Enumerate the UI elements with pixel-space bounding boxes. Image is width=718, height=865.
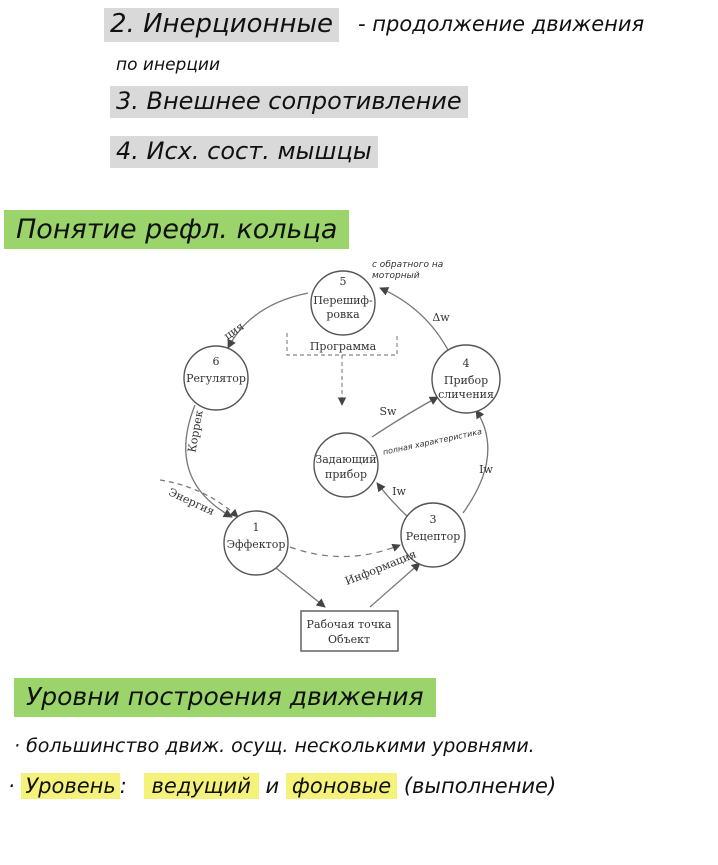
arc-5-to-6 (227, 292, 309, 349)
svg-text:прибор: прибор (325, 468, 367, 481)
arrow-3-to-z (376, 482, 409, 518)
node-3-receptor: 3 Рецептор (400, 502, 466, 568)
level-label: Уровень (21, 773, 120, 799)
node-setting-device: Задающий прибор (313, 432, 379, 498)
node-6-regulator: 6 Регулятор (183, 345, 249, 411)
note-line2-cont: по инерции (116, 55, 221, 75)
svg-text:ровка: ровка (326, 308, 360, 321)
arrow-1-to-3 (289, 543, 401, 558)
svg-text:Объект: Объект (328, 633, 370, 646)
label-program: Программа (310, 340, 377, 353)
node-4-comparator: 4 Прибор сличения (431, 344, 501, 414)
heading-levels: Уровни построения движения (14, 678, 436, 717)
and-word: и (265, 774, 280, 798)
arrow-box-to-3 (369, 562, 421, 608)
arrow-1-to-box (275, 567, 326, 608)
label-sw: Sw (380, 405, 398, 418)
svg-text:Рецептор: Рецептор (406, 530, 461, 543)
svg-text:Эффектор: Эффектор (227, 538, 286, 551)
note-line4: 4. Исх. сост. мышцы (110, 136, 378, 168)
note-line2-rest: - продолжение движения (358, 12, 645, 36)
arc-3-to-4 (462, 409, 489, 514)
svg-text:Задающий: Задающий (315, 453, 376, 466)
label-ciya: ция (222, 320, 247, 343)
note-line3: 3. Внешнее сопротивление (110, 86, 468, 118)
bottom-line1: · большинство движ. осущ. несколькими ур… (14, 735, 535, 757)
label-iw-inner: Iw (392, 485, 406, 498)
svg-text:3: 3 (430, 513, 437, 526)
execution-note: (выполнение) (403, 774, 557, 798)
label-korrek: Коррек (185, 409, 205, 453)
label-energy: Энергия (166, 486, 216, 519)
svg-text:сличения: сличения (438, 388, 494, 401)
handnote-top: с обратного на моторный (372, 260, 444, 281)
label-information: Информация (343, 548, 418, 588)
background-levels: фоновые (285, 773, 398, 799)
label-dw: Δw (432, 311, 450, 324)
svg-text:1: 1 (253, 521, 260, 534)
svg-text:Рабочая точка: Рабочая точка (307, 618, 392, 631)
bottom-line2: · Уровень: ведущий и фоновые (выполнение… (8, 773, 557, 799)
svg-text:5: 5 (340, 275, 347, 288)
node-5-reencoding: 5 Перешиф- ровка (310, 270, 376, 336)
node-1-effector: 1 Эффектор (223, 510, 289, 576)
svg-text:6: 6 (213, 355, 220, 368)
arrow-z-to-4 (371, 396, 439, 438)
arc-6-to-1 (185, 404, 233, 518)
bottom-line2-bullet: · (8, 774, 15, 798)
reflex-ring-diagram: 5 Перешиф- ровка 6 Регулятор 4 Прибор сл… (159, 270, 501, 652)
note-line2-marked: 2. Инерционные (104, 8, 340, 42)
level-colon: : (119, 774, 127, 798)
svg-text:Прибор: Прибор (444, 374, 488, 387)
label-iw-right: Iw (479, 463, 493, 476)
svg-text:Регулятор: Регулятор (186, 372, 246, 385)
working-point-box: Рабочая точка Объект (300, 610, 399, 652)
leading-level: ведущий (143, 773, 259, 799)
arc-4-to-5 (379, 287, 454, 361)
svg-text:Перешиф-: Перешиф- (313, 294, 373, 307)
heading-reflex-ring: Понятие рефл. кольца (4, 210, 350, 250)
svg-text:4: 4 (463, 357, 470, 370)
